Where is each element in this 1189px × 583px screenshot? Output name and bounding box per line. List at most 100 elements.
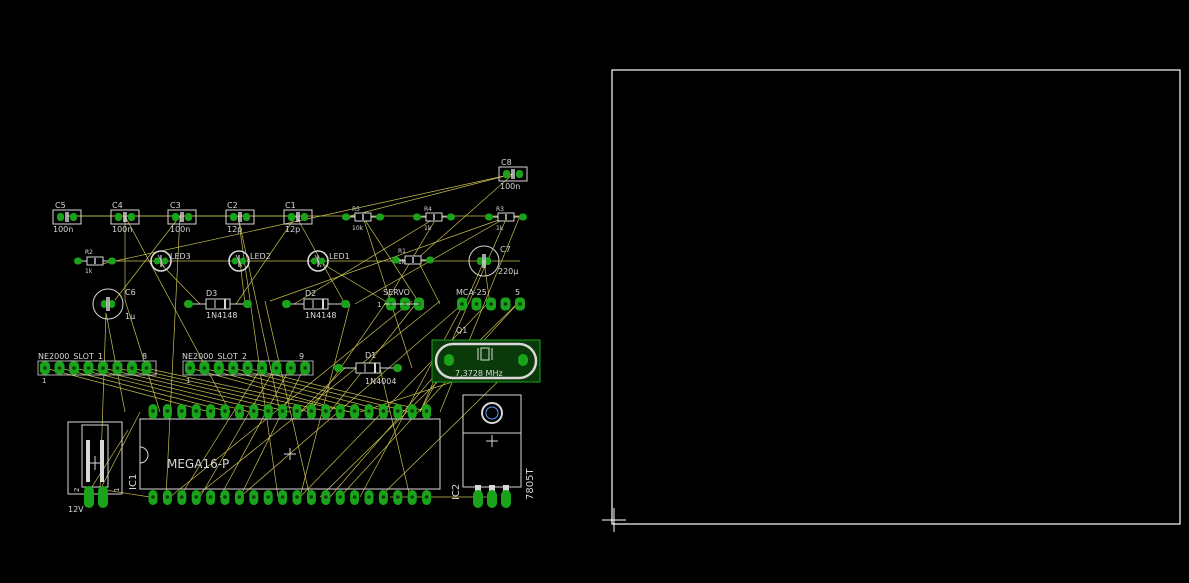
label-r2-value: 1k <box>85 268 93 275</box>
led-led2[interactable] <box>228 250 250 272</box>
capacitor-c2[interactable] <box>225 209 255 225</box>
airwire <box>157 260 201 305</box>
airwire <box>319 300 521 498</box>
capacitor-c7[interactable] <box>468 245 500 277</box>
connector-mca25[interactable] <box>457 297 525 311</box>
airwire <box>339 300 521 498</box>
label-r3-value: 1k <box>496 225 504 232</box>
label-ic2: IC2 <box>451 484 462 500</box>
label-d1: D1 <box>365 351 376 360</box>
label-ic1: IC1 <box>128 474 139 490</box>
origin-cross-icon <box>602 508 626 532</box>
label-c7-value: 220µ <box>498 267 518 276</box>
label-slot1-pin-start: 1 <box>42 377 46 385</box>
airwire <box>317 260 391 305</box>
led-led3[interactable] <box>150 250 172 272</box>
airwire <box>235 215 297 305</box>
diode-d1[interactable] <box>334 362 402 374</box>
airwire <box>99 411 141 491</box>
label-q1-value: 7,3728 MHz <box>455 369 503 378</box>
label-r5-value: 10k <box>352 225 364 232</box>
regulator-7805[interactable] <box>462 394 522 508</box>
capacitor-c3[interactable] <box>167 209 197 225</box>
label-r1-value: 1k <box>398 259 406 266</box>
label-slot2: NE2000_SLOT_2 <box>182 352 247 361</box>
airwire <box>299 300 491 498</box>
airwire <box>104 489 151 498</box>
airwire <box>309 300 388 413</box>
airwire <box>329 300 419 413</box>
diode-d3[interactable] <box>184 298 252 310</box>
airwire <box>299 367 346 413</box>
label-r3: R3 <box>496 206 504 213</box>
airwire <box>199 367 276 498</box>
label-mca25: MCA-25 <box>456 288 487 297</box>
label-led2: LED2 <box>250 252 271 261</box>
ic-mega16[interactable] <box>139 404 441 505</box>
resistor-r5[interactable] <box>342 212 384 222</box>
airwire <box>239 260 246 305</box>
resistor-r1[interactable] <box>392 255 434 265</box>
resistor-r4[interactable] <box>413 212 455 222</box>
label-slot2-pin-start: 1 <box>186 377 190 385</box>
capacitor-c1[interactable] <box>283 209 313 225</box>
label-slot1: NE2000_SLOT_1 <box>38 352 103 361</box>
label-c4-value: 100n <box>112 225 132 234</box>
components[interactable] <box>37 166 541 508</box>
airwire <box>417 173 514 259</box>
capacitor-c8[interactable] <box>498 166 528 182</box>
label-c8: C8 <box>501 158 512 167</box>
airwire <box>169 300 413 498</box>
label-ic2-value: 7805T <box>525 468 536 500</box>
resistor-r2[interactable] <box>74 256 116 266</box>
airwire <box>419 216 508 413</box>
label-c5-value: 100n <box>53 225 73 234</box>
label-q1: Q1 <box>456 326 467 335</box>
label-c5: C5 <box>55 201 66 210</box>
component-labels: C5100nC4100nC3100nC212pC112pC8100nR510kR… <box>38 158 536 514</box>
label-c2-value: 12p <box>227 225 242 234</box>
board-outline[interactable] <box>611 69 1181 525</box>
airwire <box>124 299 161 413</box>
airwire <box>379 367 411 498</box>
capacitor-c5[interactable] <box>52 209 82 225</box>
led-led1[interactable] <box>307 250 329 272</box>
label-led3: LED3 <box>170 252 191 261</box>
airwire <box>362 216 419 302</box>
label-c6-value: 1µ <box>125 312 135 321</box>
airwire <box>299 303 351 498</box>
label-c4: C4 <box>112 201 123 210</box>
airwire <box>124 215 231 413</box>
capacitor-c6[interactable] <box>92 288 124 320</box>
label-c8-value: 100n <box>500 182 520 191</box>
airwire <box>464 260 485 305</box>
label-slot2-pin-end: 9 <box>299 352 304 361</box>
label-led1: LED1 <box>329 252 350 261</box>
label-d3-value: 1N4148 <box>206 311 237 320</box>
label-r2: R2 <box>85 249 93 256</box>
capacitor-c4[interactable] <box>110 209 140 225</box>
airwire <box>269 216 508 302</box>
airwire <box>293 216 438 305</box>
airwire <box>239 300 467 498</box>
label-c1-value: 12p <box>285 225 300 234</box>
connector-ne2000-slot-1[interactable] <box>40 361 152 375</box>
crystal-q1[interactable] <box>431 339 541 383</box>
label-c6: C6 <box>125 288 136 297</box>
airwire <box>165 215 181 498</box>
dc-jack-12v[interactable] <box>67 421 123 508</box>
airwire <box>349 173 514 217</box>
airwire <box>417 260 441 305</box>
label-c7: C7 <box>500 245 511 254</box>
airwire <box>359 300 466 498</box>
diode-d2[interactable] <box>282 298 350 310</box>
airwire <box>237 215 281 413</box>
airwire <box>329 359 449 498</box>
label-servo: SERVO <box>383 288 410 297</box>
label-c2: C2 <box>227 201 238 210</box>
airwire <box>362 216 413 369</box>
resistor-r3[interactable] <box>485 212 527 222</box>
connector-ne2000-slot-2[interactable] <box>185 361 311 375</box>
